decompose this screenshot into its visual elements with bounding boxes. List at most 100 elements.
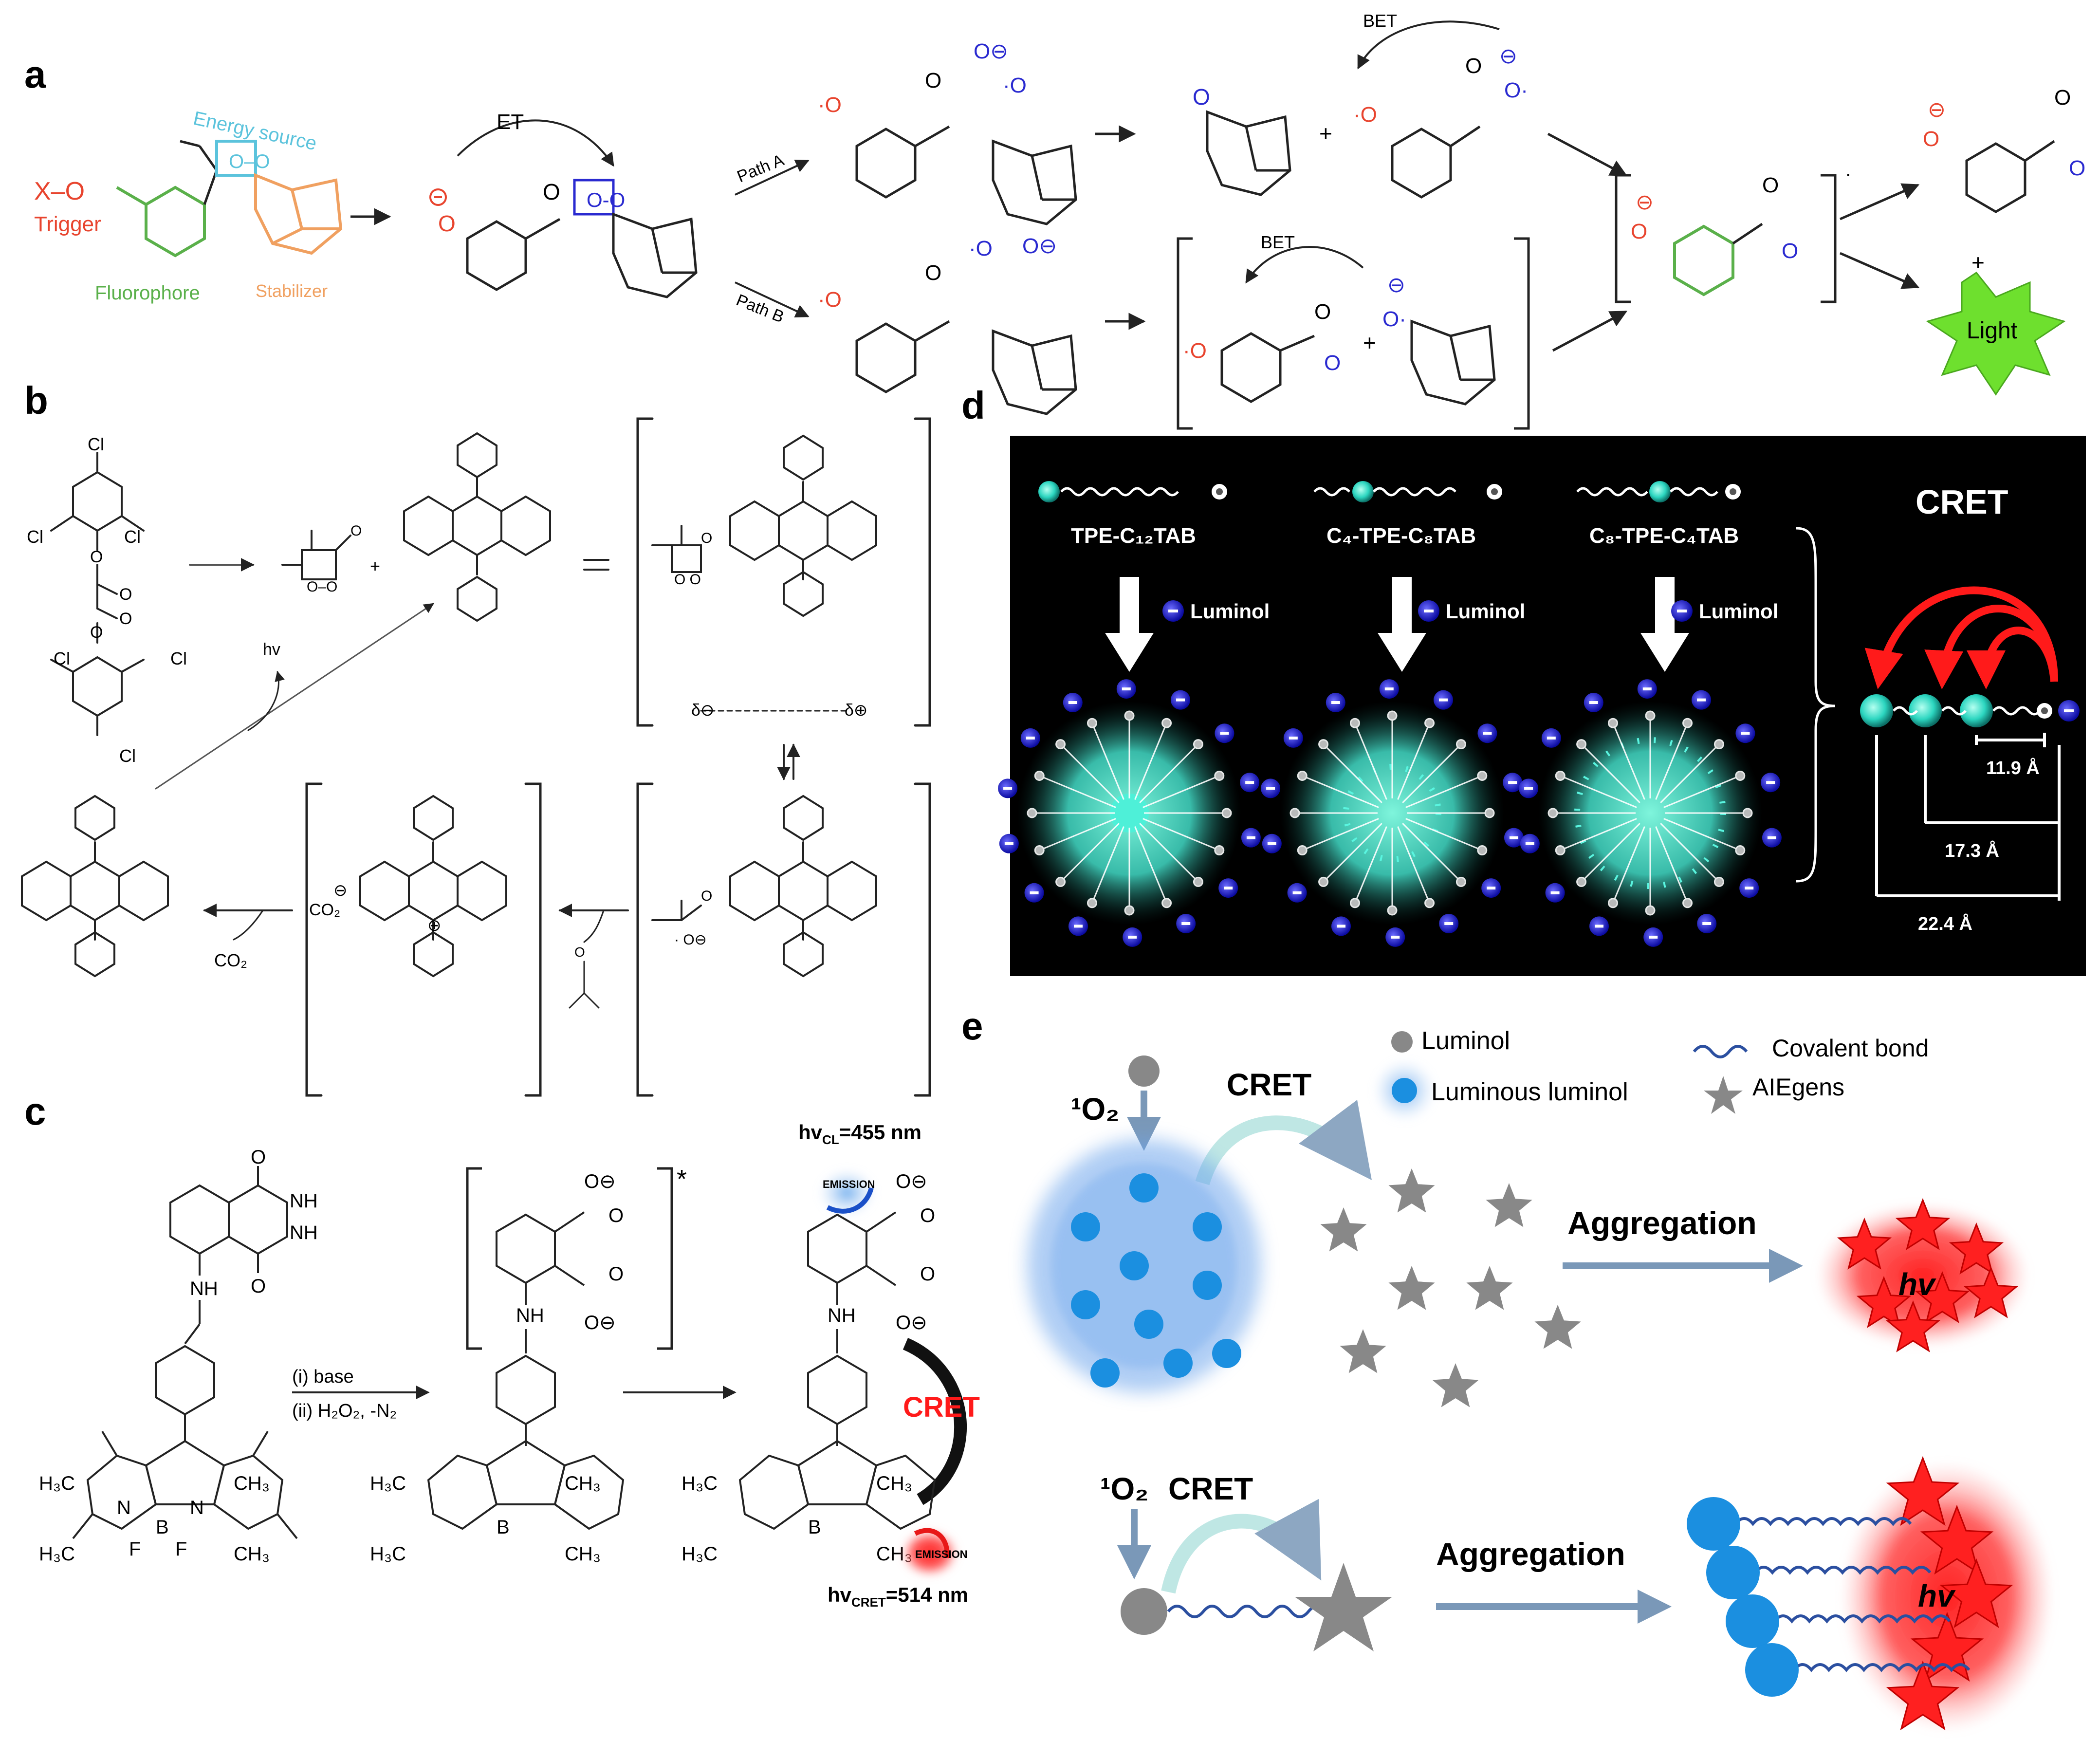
- minus-sign: [1594, 925, 1603, 928]
- svg-text:·O: ·O: [818, 93, 842, 117]
- panel-d-micelle-cret: TPE-C₁₂TAB C₄-TPE-C₈TAB C₈-TPE-C₄TAB Lum…: [998, 436, 2086, 976]
- head-group: [1607, 718, 1618, 728]
- minus-sign: [1547, 736, 1556, 740]
- cret-label-d: CRET: [1916, 483, 2008, 521]
- svg-text:hvCL=455 nm: hvCL=455 nm: [798, 1121, 921, 1147]
- luminol-label-3: Luminol: [1699, 600, 1778, 623]
- minus-sign: [1245, 781, 1254, 784]
- luminous-luminol-dot: [1193, 1212, 1222, 1241]
- b-2: B: [497, 1517, 510, 1538]
- emission-label-cret: EMISSION: [915, 1548, 968, 1560]
- head-group: [1349, 898, 1360, 908]
- head-group: [1576, 739, 1587, 750]
- head-group: [1555, 770, 1566, 781]
- minus-sign: [1128, 935, 1137, 939]
- surfactant-tail: [1039, 775, 1116, 808]
- head-group: [1214, 770, 1225, 781]
- ch3-4: CH₃: [565, 1543, 601, 1565]
- svg-text:·O: ·O: [1183, 339, 1207, 363]
- svg-text:O: O: [2069, 156, 2085, 180]
- surfactant-tail: [1323, 743, 1382, 803]
- nh-label-2: NH: [516, 1305, 544, 1326]
- head-group: [1124, 710, 1135, 721]
- minus-sign: [1444, 922, 1454, 925]
- nh-label-3: NH: [828, 1305, 856, 1326]
- surfactant-tail: [1660, 743, 1720, 803]
- minus-sign: [1003, 787, 1013, 790]
- head-group: [1221, 808, 1232, 818]
- emissive-star: [1895, 1198, 1951, 1250]
- svg-text:O O: O O: [674, 572, 701, 588]
- surfactant-tail: [1663, 775, 1741, 808]
- head-group: [1193, 876, 1203, 887]
- hv-cl-value: =455 nm: [839, 1121, 921, 1144]
- svg-text:O: O: [90, 548, 103, 566]
- minus-sign: [1508, 781, 1517, 784]
- cret-label-bottom: CRET: [1168, 1471, 1253, 1506]
- svg-text:O: O: [701, 888, 712, 904]
- cret-label-c: CRET: [903, 1391, 980, 1423]
- surfactant-tail: [1134, 722, 1167, 800]
- minus-sign: [1331, 701, 1340, 704]
- panel-b-peroxyoxalate-scheme: Cl Cl Cl O O O O Cl Cl Cl O O–O +: [21, 417, 931, 1097]
- surfactant-tail: [1039, 818, 1116, 851]
- surfactant-tail: [1581, 823, 1640, 883]
- et-label: ET: [497, 110, 524, 134]
- head-group: [1735, 845, 1746, 856]
- svg-text:O⊖: O⊖: [974, 39, 1008, 63]
- minus-sign: [1292, 891, 1302, 894]
- head-group: [1161, 898, 1172, 908]
- minus-sign: [1122, 687, 1131, 691]
- head-group: [1424, 718, 1435, 728]
- svg-text:O: O: [574, 944, 585, 960]
- h3c-6: H₃C: [682, 1543, 718, 1565]
- svg-text:O: O: [2054, 86, 2071, 110]
- head-group: [1682, 718, 1693, 728]
- surfactant-tail: [1142, 818, 1220, 851]
- h3c-2: H₃C: [39, 1543, 75, 1565]
- minus-sign: [1266, 787, 1275, 790]
- luminous-luminol-dot: [1129, 1173, 1159, 1203]
- bet-top-label: BET: [1363, 11, 1397, 31]
- head-group: [1193, 739, 1203, 750]
- h3c-5: H₃C: [682, 1473, 718, 1494]
- luminous-luminol-dot: [1120, 1251, 1149, 1280]
- legend-covalent-line: [1693, 1045, 1748, 1058]
- svg-text:O: O: [1631, 220, 1647, 243]
- stabilizer-label: Stabilizer: [256, 281, 328, 301]
- ch3-3: CH₃: [565, 1473, 601, 1494]
- b-1: B: [156, 1517, 169, 1538]
- tcpo-cl-6: Cl: [119, 746, 136, 766]
- surfactant-tail: [1139, 823, 1199, 883]
- svg-text:O–O: O–O: [229, 151, 270, 172]
- minus-sign: [1745, 887, 1754, 890]
- luminous-luminol-dot: [1193, 1271, 1222, 1300]
- legend-aiegens-star: [1704, 1076, 1743, 1114]
- surfactant-tail: [1091, 722, 1124, 800]
- head-group: [1034, 845, 1045, 856]
- surfactant-tail: [1302, 818, 1379, 851]
- aiegen-star: [1340, 1329, 1386, 1373]
- emissive-star: [1939, 1558, 2013, 1629]
- head-group: [1555, 845, 1566, 856]
- minus-sign: [1483, 732, 1492, 735]
- fluorophore-ring: [145, 185, 206, 258]
- svg-text:·: ·: [1845, 163, 1851, 185]
- bound-aiegen-star: [1295, 1563, 1392, 1651]
- minus-sign: [1524, 787, 1533, 790]
- head-group: [1289, 808, 1300, 818]
- head-group: [1387, 710, 1398, 721]
- surfactant-tail: [1142, 775, 1220, 808]
- head-group: [1055, 739, 1066, 750]
- cret-label-top: CRET: [1227, 1067, 1311, 1102]
- surfactant-3: [1576, 481, 1741, 502]
- svg-text:O: O: [543, 179, 560, 204]
- head-group: [1682, 898, 1693, 908]
- hv-cl-sub: CL: [822, 1132, 839, 1147]
- bound-luminol: [1121, 1588, 1167, 1635]
- head-group: [1297, 770, 1308, 781]
- co2-minus-label: CO₂: [309, 901, 340, 919]
- minus-sign: [1267, 842, 1276, 845]
- luminous-luminol-dot: [1163, 1349, 1193, 1378]
